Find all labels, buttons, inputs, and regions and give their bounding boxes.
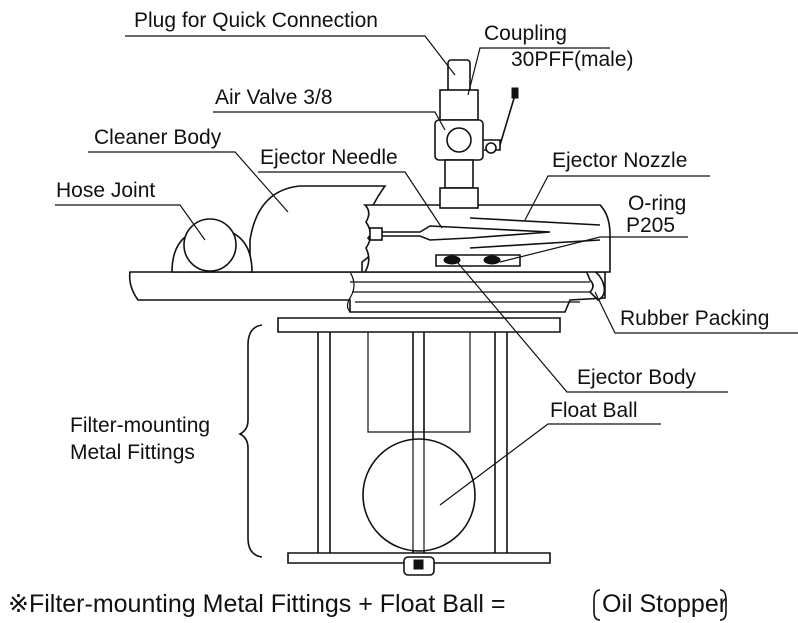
valve-stack-drawing <box>434 59 519 209</box>
hose-joint-drawing <box>171 218 253 273</box>
footnote-oil-stopper: Oil Stopper <box>602 590 727 618</box>
cleaner-body-plate <box>128 267 606 313</box>
label-filter-fittings-line2: Metal Fittings <box>70 441 195 464</box>
label-coupling-spec: 30PFF(male) <box>511 48 634 71</box>
label-plug-quick-connection: Plug for Quick Connection <box>134 9 378 32</box>
footnote-text: ※Filter-mounting Metal Fittings + Float … <box>8 590 506 618</box>
label-hose-joint: Hose Joint <box>56 179 155 202</box>
cleaner-assembly-drawing <box>128 59 611 576</box>
filter-mounting-fittings-drawing <box>277 317 561 576</box>
label-filter-fittings-line1: Filter-mounting <box>70 414 210 437</box>
label-ejector-needle: Ejector Needle <box>260 146 398 169</box>
cleaner-body-drawing <box>249 185 387 273</box>
label-o-ring: O-ring <box>628 192 686 215</box>
labels: Plug for Quick Connection Coupling 30PFF… <box>56 9 769 464</box>
label-float-ball: Float Ball <box>550 399 638 422</box>
label-ejector-body: Ejector Body <box>577 366 697 389</box>
label-coupling: Coupling <box>484 22 567 45</box>
label-rubber-packing: Rubber Packing <box>620 307 769 330</box>
leader-lines <box>55 35 798 558</box>
label-cleaner-body: Cleaner Body <box>94 126 222 149</box>
oil-stopper-bracket <box>593 589 727 621</box>
footnote: ※Filter-mounting Metal Fittings + Float … <box>8 589 727 621</box>
ejector-housing-drawing <box>363 204 611 273</box>
float-ball-drawing <box>362 438 476 552</box>
label-ejector-nozzle: Ejector Nozzle <box>552 149 687 172</box>
label-o-ring-spec: P205 <box>626 214 675 237</box>
label-air-valve: Air Valve 3/8 <box>215 86 333 109</box>
